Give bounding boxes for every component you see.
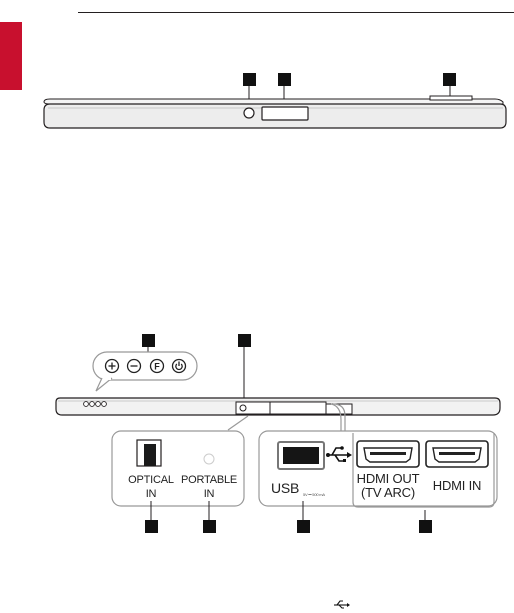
optical-label-line1: OPTICAL bbox=[128, 474, 174, 486]
rear-marker-3 bbox=[145, 520, 158, 533]
front-marker-3 bbox=[443, 73, 456, 86]
bottom-usb-icon bbox=[334, 600, 350, 609]
optical-label-line2: IN bbox=[145, 488, 157, 500]
rear-soundbar bbox=[55, 347, 501, 520]
rear-marker-5 bbox=[297, 520, 310, 533]
function-glyph: F bbox=[154, 362, 160, 372]
rear-marker-2 bbox=[238, 334, 251, 347]
usb-symbol-icon bbox=[326, 446, 352, 462]
optical-in-label: OPTICAL IN bbox=[126, 475, 176, 500]
portable-in-label: PORTABLE IN bbox=[180, 475, 238, 500]
top-rule bbox=[78, 12, 514, 13]
portable-label-line1: PORTABLE bbox=[180, 474, 238, 486]
hdmi-out-line1: HDMI OUT bbox=[356, 471, 420, 486]
rear-mini-buttons bbox=[83, 401, 107, 407]
function-icon bbox=[149, 358, 165, 374]
usb-label: USB bbox=[271, 480, 300, 496]
chapter-tab bbox=[0, 22, 22, 90]
front-marker-1 bbox=[243, 73, 256, 86]
rear-marker-4 bbox=[203, 520, 216, 533]
minus-icon bbox=[126, 358, 142, 374]
usb-rating-label: 5V ⎓ 500 mA bbox=[303, 492, 325, 497]
rear-marker-1 bbox=[142, 334, 155, 347]
front-soundbar bbox=[43, 86, 507, 129]
hdmi-in-label: HDMI IN bbox=[432, 478, 482, 493]
portable-label-line2: IN bbox=[203, 488, 215, 500]
rear-marker-6 bbox=[419, 520, 432, 533]
button-icons bbox=[104, 358, 187, 374]
hdmi-out-line2: (TV ARC) bbox=[360, 485, 415, 500]
front-marker-2 bbox=[278, 73, 291, 86]
plus-icon bbox=[104, 358, 120, 374]
hdmi-out-label: HDMI OUT (TV ARC) bbox=[352, 472, 424, 500]
power-icon bbox=[171, 358, 187, 374]
